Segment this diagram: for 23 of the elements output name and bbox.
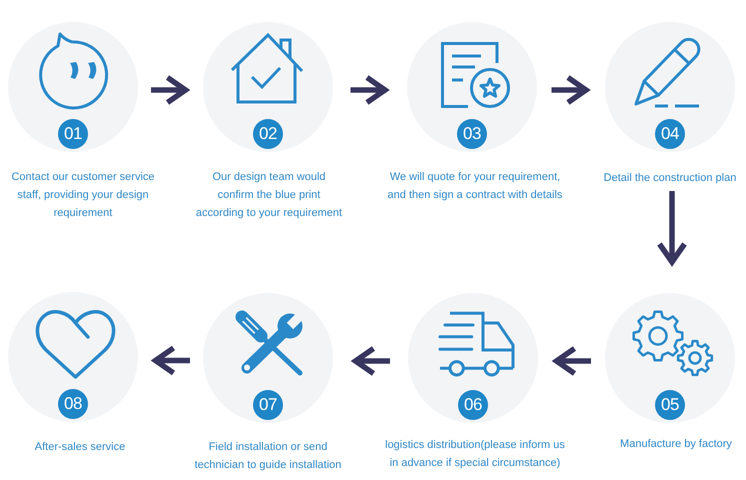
step-description: Contact our customer service staff, providing your design requirement <box>10 170 156 221</box>
step-description: Field installation or send technician to guide installation <box>194 440 342 473</box>
step-description: Our design team would confirm the blue print according to your requirement <box>194 170 344 221</box>
arrow <box>350 74 388 106</box>
step-number: 01 <box>58 119 88 149</box>
step-number: 07 <box>253 390 283 420</box>
step-number: 06 <box>458 390 488 420</box>
arrow <box>352 346 390 376</box>
step-number: 04 <box>655 119 685 149</box>
arrow <box>152 345 190 376</box>
arrow <box>552 74 589 106</box>
step-description: Detail the construction plan <box>602 171 738 186</box>
step-description: Manufacture by factory <box>619 437 733 452</box>
arrow <box>151 74 188 106</box>
arrow <box>554 346 591 376</box>
step-description: We will quote for your requirement, and then sign a contract with details <box>386 170 564 203</box>
step-description: After-sales service <box>34 440 126 455</box>
step-number: 08 <box>58 389 88 419</box>
step-number: 05 <box>655 390 685 420</box>
arrow <box>656 191 688 265</box>
step-number: 02 <box>253 119 283 149</box>
step-number: 03 <box>457 119 487 149</box>
step-description: logistics distribution(please inform us in advance if special circumstance) <box>384 438 566 471</box>
